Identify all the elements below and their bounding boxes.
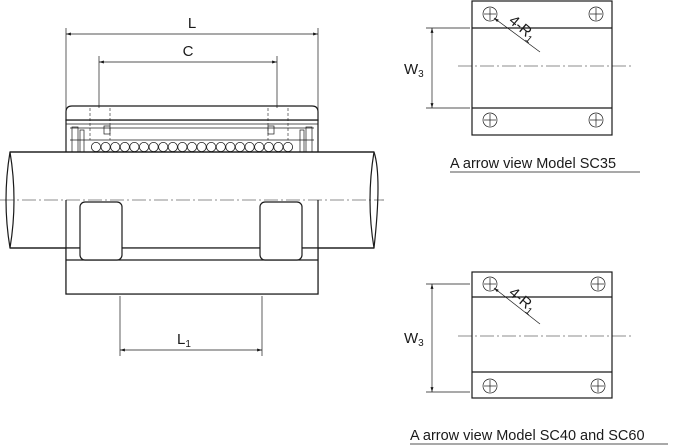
hole xyxy=(482,378,498,394)
ball xyxy=(254,141,265,152)
ball xyxy=(148,141,159,152)
ball xyxy=(119,141,130,152)
hole xyxy=(482,6,498,22)
ball xyxy=(158,141,169,152)
label-L1: L1 xyxy=(177,331,191,350)
hole xyxy=(590,276,606,292)
bearing-cover xyxy=(65,105,319,121)
ball xyxy=(206,141,217,152)
caption-sc40-sc60: A arrow view Model SC40 and SC60 xyxy=(410,428,645,444)
ball xyxy=(263,141,274,152)
ball xyxy=(234,141,245,152)
ball xyxy=(244,141,255,152)
ball xyxy=(186,141,197,152)
label-L: L xyxy=(188,15,196,32)
ball xyxy=(129,141,140,152)
ball xyxy=(167,141,178,152)
ball xyxy=(225,141,236,152)
ball-row xyxy=(91,141,293,152)
end-view-sc35: W3 4-R1 xyxy=(404,0,632,136)
label-W3-bottom: W3 xyxy=(404,330,424,349)
hole xyxy=(590,378,606,394)
ball xyxy=(110,141,121,152)
label-C: C xyxy=(183,43,194,60)
ball xyxy=(215,141,226,152)
caption-sc35: A arrow view Model SC35 xyxy=(450,156,616,172)
ball xyxy=(282,141,293,152)
ball xyxy=(138,141,149,152)
boss-right xyxy=(259,201,303,261)
ball xyxy=(196,141,207,152)
hole xyxy=(588,6,604,22)
section-view xyxy=(0,105,384,295)
boss-left xyxy=(79,201,123,261)
ball xyxy=(91,141,102,152)
dimension-C: C xyxy=(98,43,278,108)
ball xyxy=(273,141,284,152)
hole xyxy=(482,112,498,128)
ball xyxy=(100,141,111,152)
end-view-sc40-sc60: W3 4-R1 xyxy=(404,271,632,399)
hole xyxy=(588,112,604,128)
label-W3-top: W3 xyxy=(404,61,424,80)
dimension-L1: L1 xyxy=(119,296,263,356)
ball xyxy=(177,141,188,152)
hole xyxy=(482,276,498,292)
dimension-L: L xyxy=(65,15,319,118)
